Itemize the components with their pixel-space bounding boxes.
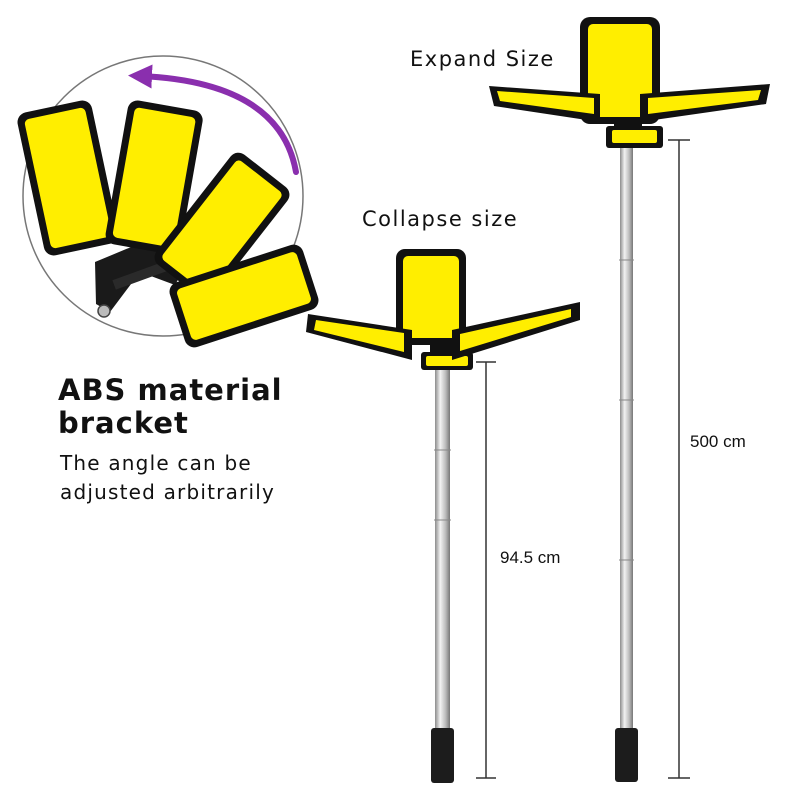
rotated-panel-3 [154, 152, 290, 300]
collapsed-right-panel [452, 302, 580, 360]
material-heading: ABS material bracket [58, 374, 283, 440]
collapsed-pole [435, 370, 450, 745]
collapsed-height-label: 94.5 cm [500, 548, 561, 567]
angle-description-line1: The angle can be [60, 451, 252, 475]
curved-arrow-icon [128, 64, 299, 175]
expanded-height-label: 500 cm [690, 432, 746, 451]
expanded-left-panel [489, 86, 600, 122]
dimension-line-500 [668, 139, 690, 779]
expanded-right-panel [640, 84, 770, 122]
rotated-panel-4 [169, 244, 319, 348]
expanded-lamp [489, 17, 770, 782]
collapsed-top-panel [396, 249, 466, 345]
dimension-line-945 [476, 361, 496, 779]
collapsed-handle [431, 728, 454, 783]
angle-description: The angle can be adjusted arbitrarily [60, 449, 275, 507]
rotated-panel-1 [17, 100, 119, 256]
expand-size-label: Expand Size [410, 47, 555, 71]
detail-circle [17, 55, 319, 348]
material-heading-line2: bracket [58, 406, 189, 440]
rotated-panel-2 [105, 100, 203, 255]
collapsed-left-panel [306, 314, 412, 360]
expanded-pole [620, 146, 633, 744]
angle-description-line2: adjusted arbitrarily [60, 480, 276, 504]
material-heading-line1: ABS material [58, 373, 283, 407]
collapsed-lamp [306, 249, 580, 783]
collapse-size-label: Collapse size [362, 207, 519, 231]
expanded-handle [615, 728, 638, 782]
